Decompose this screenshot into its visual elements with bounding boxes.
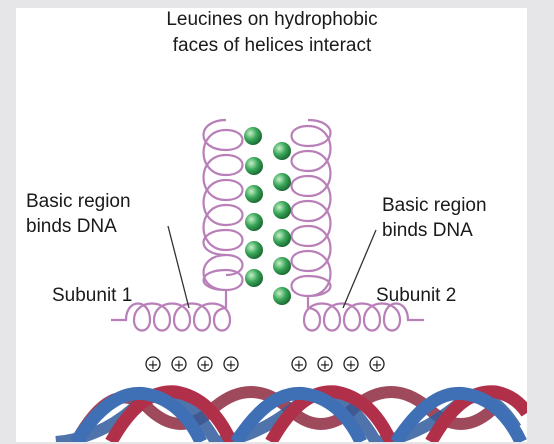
bzip-diagram: + + + + + + + +: [55, 118, 527, 442]
leucine-sphere: [273, 201, 291, 219]
subunit1-label: Subunit 1: [52, 285, 133, 306]
leucine-sphere: [245, 185, 263, 203]
leucine-sphere: [273, 173, 291, 191]
svg-text:+: +: [320, 358, 331, 373]
subunit2-label: Subunit 2: [376, 285, 457, 306]
subunit1-zipper-helix: [202, 118, 244, 308]
right-caption-line2: binds DNA: [382, 220, 473, 241]
svg-text:+: +: [226, 358, 237, 373]
svg-text:+: +: [372, 358, 383, 373]
top-caption-line2: faces of helices interact: [172, 35, 372, 56]
bzip-figure: + + + + + + + + Leu: [16, 8, 527, 442]
charge-plus-icon: +: [369, 356, 385, 373]
charge-plus-icon: +: [171, 356, 187, 373]
leucine-sphere: [245, 213, 263, 231]
leucine-sphere: [273, 142, 291, 160]
charge-plus-icon: +: [145, 356, 161, 373]
svg-text:+: +: [200, 358, 211, 373]
svg-text:+: +: [346, 358, 357, 373]
subunit1-basic-region-helix: [111, 302, 232, 332]
leucine-sphere: [273, 257, 291, 275]
charge-plus-icon: +: [197, 356, 213, 373]
leucine-sphere: [273, 287, 291, 305]
right-caption-line1: Basic region: [382, 195, 487, 216]
dna-backbone-blue: [70, 386, 527, 442]
svg-text:+: +: [174, 358, 185, 373]
svg-text:+: +: [294, 358, 305, 373]
charge-plus-icon: +: [223, 356, 239, 373]
top-caption-line1: Leucines on hydrophobic: [166, 9, 378, 30]
subunit2-zipper-helix: [290, 118, 332, 308]
charge-plus-icon: +: [343, 356, 359, 373]
left-caption-line1: Basic region: [26, 191, 131, 212]
leucine-sphere: [273, 229, 291, 247]
leucine-sphere: [245, 241, 263, 259]
leucine-sphere: [245, 157, 263, 175]
leucine-sphere: [244, 127, 262, 145]
leucine-sphere: [245, 269, 263, 287]
right-label-leader-line: [342, 229, 377, 309]
left-caption-line2: binds DNA: [26, 216, 117, 237]
charge-plus-icon: +: [317, 356, 333, 373]
dna-backbone-red: [105, 385, 527, 442]
subunit2-basic-region-helix: [302, 302, 424, 332]
svg-text:+: +: [148, 358, 159, 373]
charge-plus-icon: +: [291, 356, 307, 373]
left-label-leader-line: [167, 225, 190, 309]
